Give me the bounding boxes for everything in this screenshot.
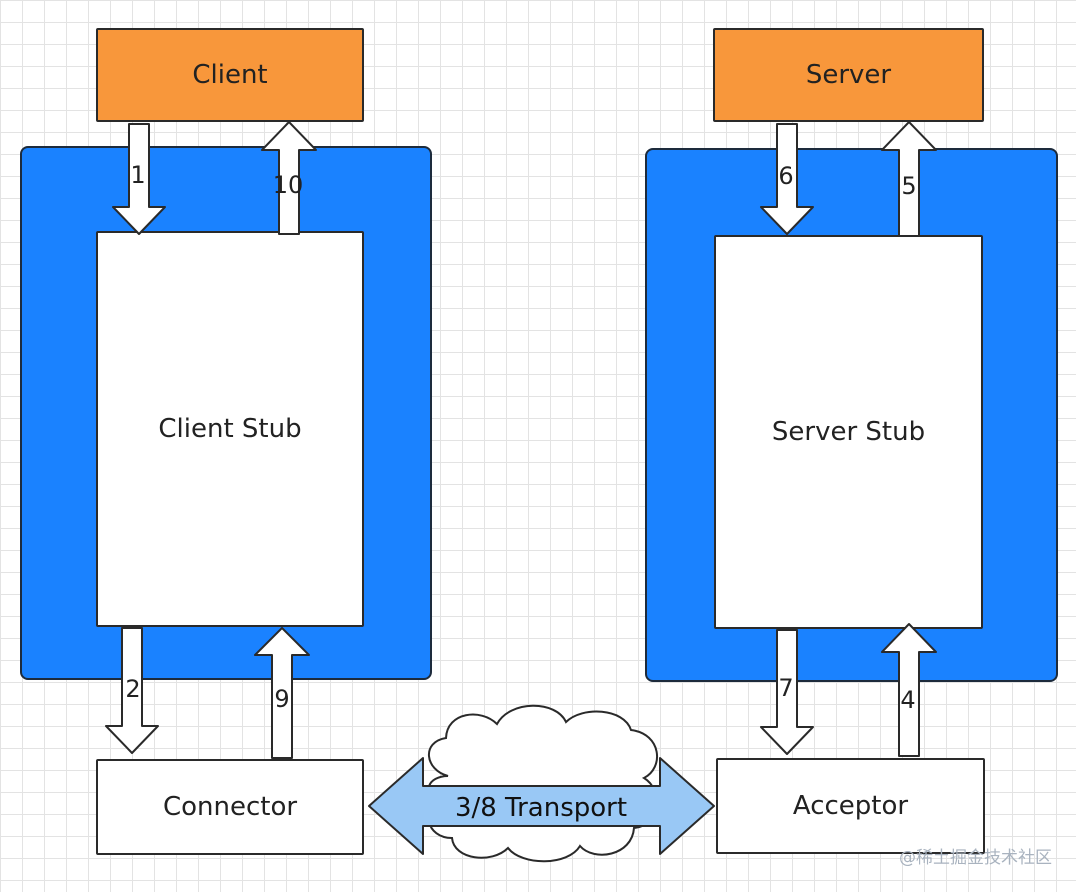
connector-box: Connector: [96, 759, 364, 855]
transport-double-arrow: [368, 757, 715, 855]
client-label: Client: [192, 60, 268, 90]
server-box: Server: [713, 28, 984, 122]
arrow-4-up: [881, 623, 937, 757]
step-4-label: 4: [900, 686, 915, 714]
client-stub-label: Client Stub: [158, 414, 302, 444]
acceptor-label: Acceptor: [792, 791, 909, 821]
step-9-label: 9: [274, 685, 289, 713]
server-label: Server: [805, 60, 892, 90]
arrow-1-down: [112, 123, 166, 235]
cloud-shape: [427, 704, 658, 863]
connector-label: Connector: [162, 792, 298, 822]
client-box: Client: [96, 28, 364, 122]
server-stub-label: Server Stub: [771, 417, 926, 447]
step-5-label: 5: [901, 172, 916, 200]
watermark: @稀土掘金技术社区: [899, 848, 1052, 868]
step-6-label: 6: [778, 162, 793, 190]
arrow-7-down: [760, 629, 814, 755]
arrow-9-up: [254, 627, 310, 759]
arrow-2-down: [105, 627, 159, 754]
step-10-label: 10: [273, 171, 304, 199]
arrow-6-down: [760, 123, 814, 235]
arrow-5-up: [881, 121, 937, 237]
transport-label: 3/8 Transport: [455, 793, 627, 823]
step-1-label: 1: [130, 161, 145, 189]
step-2-label: 2: [125, 675, 140, 703]
acceptor-box: Acceptor: [716, 758, 985, 854]
client-stub-box: Client Stub: [96, 231, 364, 627]
step-7-label: 7: [778, 674, 793, 702]
server-stub-box: Server Stub: [714, 235, 983, 629]
arrow-10-up: [261, 121, 317, 235]
